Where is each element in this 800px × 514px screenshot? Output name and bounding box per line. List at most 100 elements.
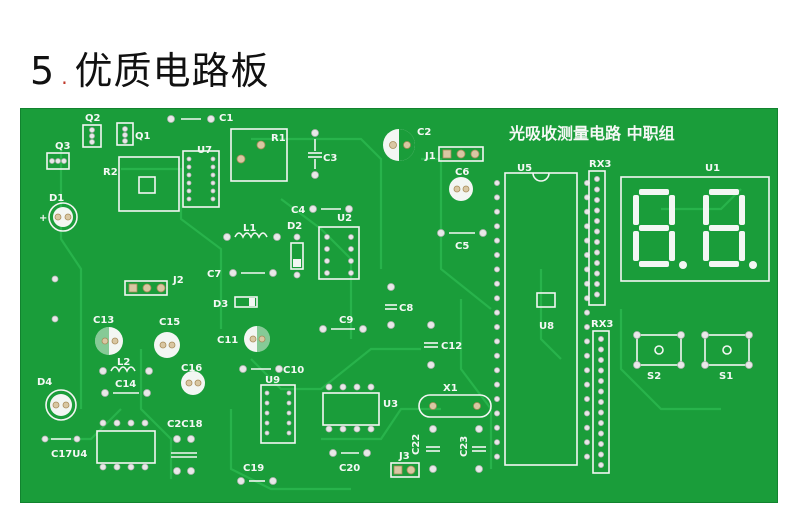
pin-pad bbox=[493, 194, 500, 201]
capacitor-c19: C19 bbox=[237, 463, 277, 485]
pin-pad bbox=[584, 424, 591, 431]
pin-pad bbox=[594, 207, 601, 214]
display-segment bbox=[633, 231, 639, 261]
svg-text:L2: L2 bbox=[117, 357, 130, 368]
resistor-r2: R2 bbox=[103, 156, 180, 212]
svg-text:C14: C14 bbox=[115, 379, 136, 390]
capacitor-c22: C22 bbox=[411, 425, 440, 473]
pin-pad bbox=[493, 439, 500, 446]
pin-pad bbox=[493, 223, 500, 230]
pin-pad bbox=[598, 388, 605, 395]
pin-pad bbox=[594, 176, 601, 183]
pin-pad bbox=[584, 367, 591, 374]
pin-pad bbox=[598, 377, 605, 384]
svg-text:U3: U3 bbox=[383, 399, 398, 410]
svg-text:C16: C16 bbox=[181, 363, 202, 374]
svg-text:U5: U5 bbox=[517, 163, 532, 174]
pin-pad bbox=[598, 335, 605, 342]
capacitor-c3: C3 bbox=[308, 129, 337, 179]
capacitor-c4: C4 bbox=[291, 205, 353, 216]
display-segment bbox=[739, 195, 745, 225]
pin-pad bbox=[493, 323, 500, 330]
capacitor-c20: C20 bbox=[329, 449, 371, 474]
svg-text:C7: C7 bbox=[207, 269, 221, 280]
svg-text:C11: C11 bbox=[217, 335, 238, 346]
display-segment bbox=[669, 195, 675, 225]
transistor-q2: Q2 bbox=[82, 113, 102, 148]
display-segment bbox=[709, 189, 739, 195]
pin-pad bbox=[594, 280, 601, 287]
svg-text:C5: C5 bbox=[455, 241, 469, 252]
pin-pad bbox=[584, 439, 591, 446]
pin-pad bbox=[598, 398, 605, 405]
capacitor-c14: C14 bbox=[101, 379, 151, 397]
section-title: 优质电路板 bbox=[74, 49, 270, 93]
resistor-r1: R1 bbox=[230, 128, 288, 182]
connector-j1: J1 bbox=[424, 146, 484, 162]
pin-pad bbox=[493, 237, 500, 244]
svg-text:U1: U1 bbox=[705, 163, 720, 174]
svg-text:J2: J2 bbox=[172, 275, 184, 286]
pin-pad bbox=[598, 419, 605, 426]
pin-pad bbox=[594, 249, 601, 256]
pcb-board: 光吸收测量电路 中职组 Q2 Q1 Q3 R2 U7 bbox=[20, 108, 778, 503]
display-segment bbox=[709, 225, 739, 231]
diode-d3: D3 bbox=[213, 296, 258, 310]
pin-pad bbox=[584, 453, 591, 460]
display-segment bbox=[709, 261, 739, 267]
capacitor-c16: C16 bbox=[181, 363, 205, 395]
svg-text:C15: C15 bbox=[159, 317, 180, 328]
capacitor-c2: C2 bbox=[383, 127, 431, 161]
svg-text:U7: U7 bbox=[197, 145, 212, 156]
svg-text:Q3: Q3 bbox=[55, 141, 71, 152]
pin-pad bbox=[584, 395, 591, 402]
display-dot bbox=[749, 261, 757, 269]
svg-text:C20: C20 bbox=[339, 463, 360, 474]
pin-pad bbox=[584, 309, 591, 316]
display-segment bbox=[669, 231, 675, 261]
pin-pad bbox=[594, 291, 601, 298]
mounting-holes bbox=[51, 275, 59, 323]
section-heading: 5.优质电路板 bbox=[30, 40, 270, 95]
inductor-l2: L2 bbox=[99, 357, 153, 375]
pin-pad bbox=[598, 430, 605, 437]
header-rx3-bottom: RX3 bbox=[591, 319, 613, 474]
transistor-q1: Q1 bbox=[116, 122, 151, 146]
section-number: 5 bbox=[30, 49, 56, 93]
svg-text:D1: D1 bbox=[49, 193, 64, 204]
copper-traces bbox=[41, 137, 742, 491]
svg-text:J3: J3 bbox=[398, 451, 410, 462]
section-dot: . bbox=[61, 65, 69, 89]
ic-u5: U5 bbox=[493, 163, 591, 466]
svg-text:D3: D3 bbox=[213, 299, 228, 310]
svg-text:L1: L1 bbox=[243, 223, 256, 234]
capacitor-c7: C7 bbox=[207, 269, 277, 280]
display-segment bbox=[639, 225, 669, 231]
pin-pad bbox=[594, 270, 601, 277]
svg-text:R2: R2 bbox=[103, 167, 118, 178]
svg-text:C13: C13 bbox=[93, 315, 114, 326]
svg-text:C19: C19 bbox=[243, 463, 264, 474]
svg-text:D4: D4 bbox=[37, 377, 52, 388]
pin-pad bbox=[584, 381, 591, 388]
display-segment bbox=[639, 261, 669, 267]
pin-pad bbox=[598, 451, 605, 458]
sensor-u8: U8 bbox=[536, 292, 556, 332]
led-d1: D1 + bbox=[39, 193, 78, 232]
display-segment bbox=[703, 195, 709, 225]
svg-text:Q2: Q2 bbox=[85, 113, 101, 124]
pin-pad bbox=[594, 197, 601, 204]
ic-u2: U2 bbox=[318, 213, 360, 280]
ic-u9: U9 bbox=[260, 375, 296, 444]
pin-pad bbox=[598, 440, 605, 447]
svg-text:C3: C3 bbox=[323, 153, 337, 164]
pin-pad bbox=[594, 238, 601, 245]
pin-pad bbox=[594, 186, 601, 193]
inductor-l1: L1 bbox=[223, 223, 281, 241]
pin-pad bbox=[493, 367, 500, 374]
capacitor-c15: C15 bbox=[154, 317, 180, 358]
svg-text:+: + bbox=[39, 213, 47, 224]
display-segment bbox=[739, 231, 745, 261]
pin-pad bbox=[493, 295, 500, 302]
pin-pad bbox=[493, 352, 500, 359]
